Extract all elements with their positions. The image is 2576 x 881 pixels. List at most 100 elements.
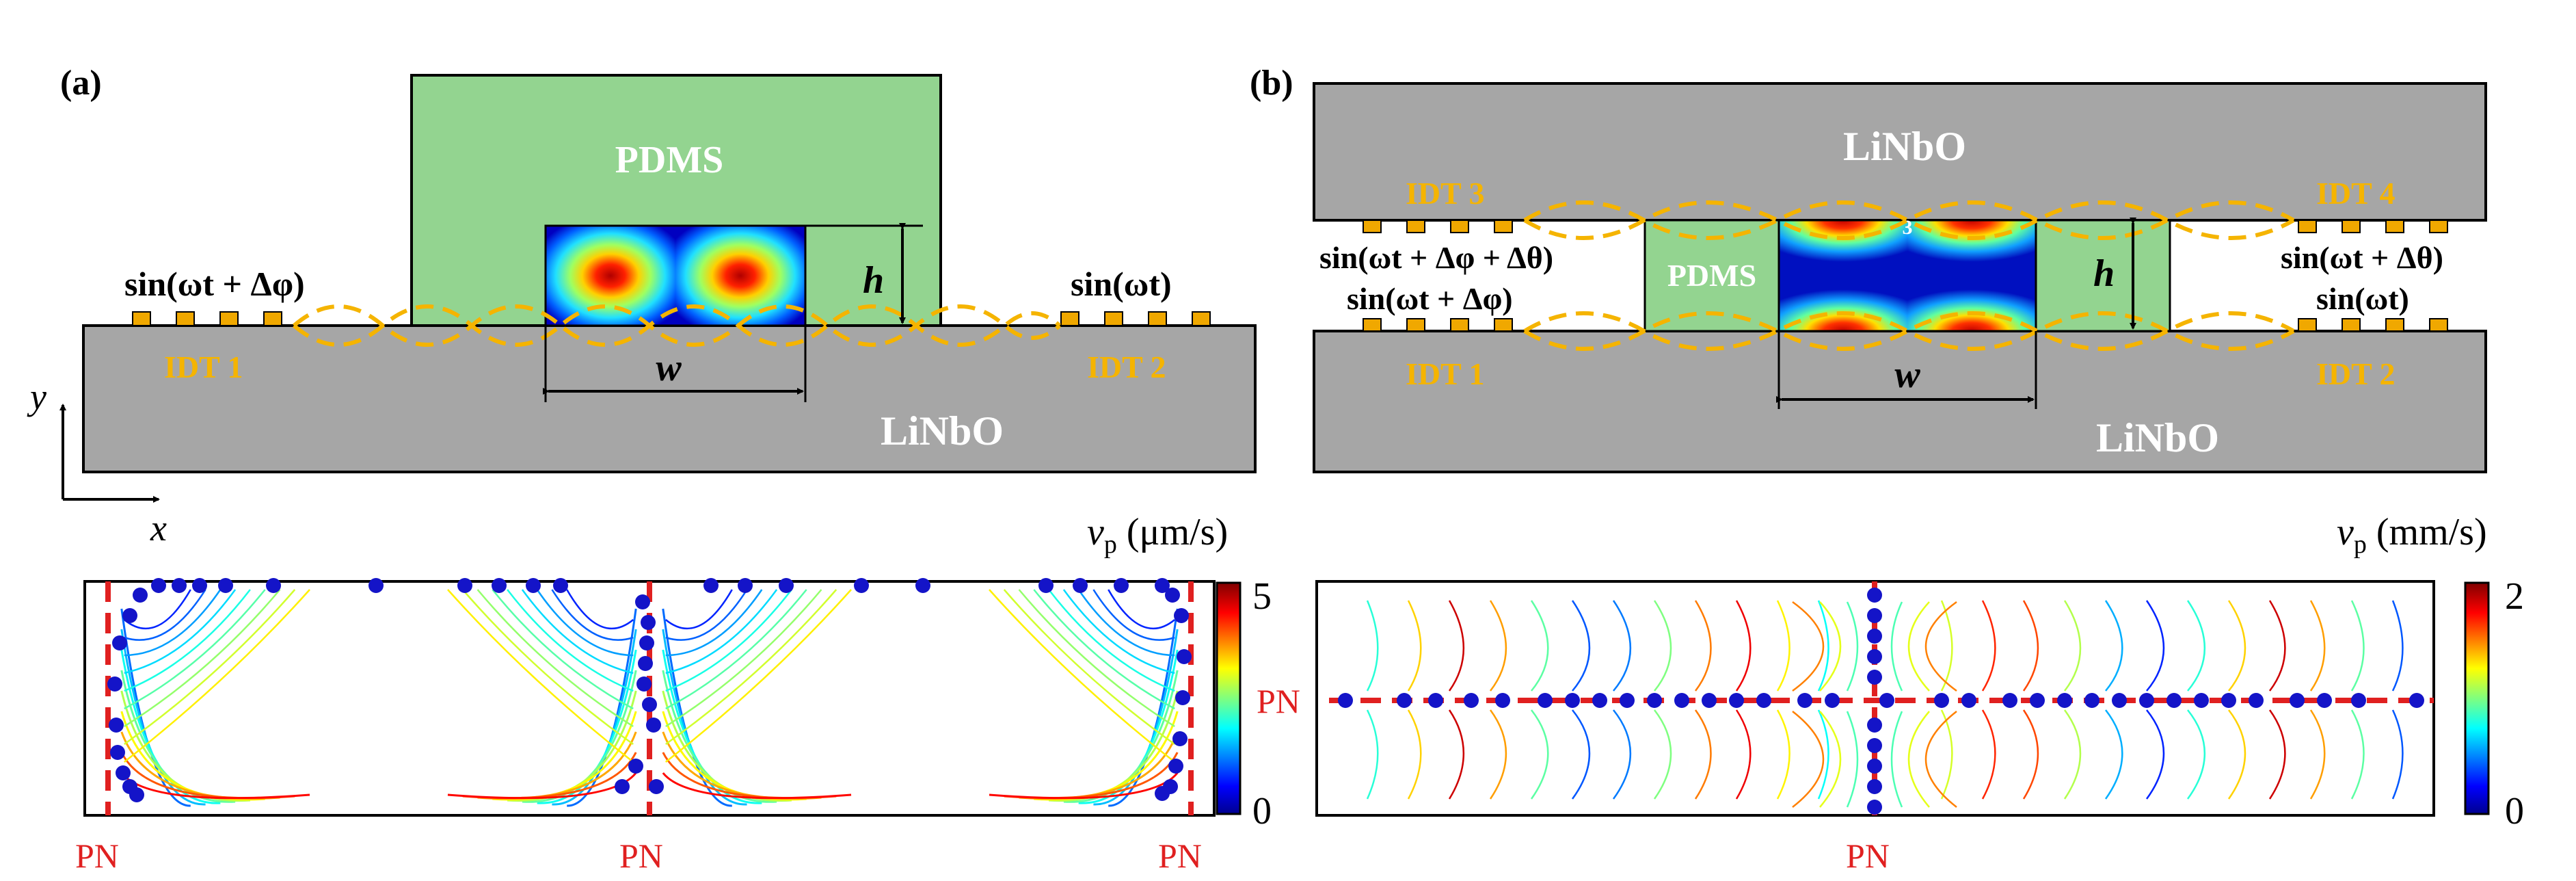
panel-b-colorbar: 2 0 vp (mm/s): [2337, 511, 2524, 832]
streamline: [1694, 600, 1712, 692]
particle: [1038, 578, 1054, 593]
particle: [615, 779, 630, 794]
particle: [1867, 779, 1882, 794]
streamline: [2268, 600, 2286, 692]
panel-b-streamline-plot: PN PN 2 0 vp (mm/s): [1257, 511, 2524, 875]
streamline: [2022, 600, 2039, 692]
streamline: [1612, 709, 1631, 800]
panel-b-label: (b): [1250, 64, 1293, 103]
streamline: [1653, 709, 1672, 800]
panel-b-top-substrate-label: LiNbO: [1843, 124, 1966, 169]
particle: [2084, 693, 2099, 708]
particle: [2221, 693, 2236, 708]
particle: [1961, 693, 1976, 708]
particle: [1073, 578, 1088, 593]
particle: [1756, 693, 1771, 708]
streamline: [551, 589, 634, 641]
panel-b-field-map: 3: [1777, 216, 2037, 332]
streamline: [1407, 600, 1422, 692]
particle: [1538, 693, 1553, 708]
particle: [1464, 693, 1479, 708]
streamline: [665, 589, 852, 763]
particle: [646, 718, 661, 733]
streamline: [124, 589, 222, 657]
axis-x-label: x: [150, 508, 167, 549]
streamline: [124, 589, 237, 674]
panel-b-surface-waves: [1523, 200, 2295, 351]
particle: [1397, 693, 1412, 708]
particle: [368, 578, 384, 593]
panel-b-idt1-label: IDT 1: [1406, 356, 1484, 391]
streamline: [1924, 711, 1957, 808]
particle: [1647, 693, 1662, 708]
streamline: [2391, 709, 2404, 800]
particle: [1155, 786, 1170, 801]
svg-text:vp (μm/s): vp (μm/s): [1087, 511, 1228, 559]
particle: [1428, 693, 1443, 708]
panel-b-dim-h: h: [2093, 218, 2136, 330]
particle: [638, 656, 653, 671]
streamline: [1612, 600, 1631, 692]
streamline: [1489, 709, 1507, 800]
streamline: [123, 589, 310, 763]
panel-b-signal-top-right: sin(ωt + Δθ): [2281, 240, 2443, 275]
particle: [1867, 738, 1882, 753]
streamline: [1776, 709, 1790, 800]
particle: [151, 578, 166, 593]
streamline: [2063, 709, 2082, 800]
panel-a-axes: y x: [27, 376, 167, 549]
particle: [703, 578, 719, 593]
particle: [641, 615, 656, 630]
panel-b-idt3-label: IDT 3: [1406, 176, 1484, 211]
panel-b-schematic: (b) LiNbO LiNbO PDMS 3: [1250, 64, 2487, 473]
particle: [636, 676, 652, 692]
streamline: [1448, 709, 1464, 800]
svg-text:vp (mm/s): vp (mm/s): [2337, 511, 2487, 559]
panel-b-signal-top-left: sin(ωt + Δφ + Δθ): [1319, 240, 1553, 275]
svg-text:2: 2: [2505, 575, 2524, 618]
streamline: [1366, 600, 1379, 692]
particle: [526, 578, 541, 593]
svg-text:w: w: [1894, 354, 1920, 396]
particle: [1177, 649, 1192, 664]
streamline: [662, 772, 852, 800]
streamline: [665, 589, 778, 674]
svg-text:h: h: [2093, 252, 2115, 295]
panel-a-colorbar: 5 0 vp (μm/s): [1087, 511, 1272, 832]
panel-b-bottom-substrate-label: LiNbO: [2096, 415, 2219, 460]
particle: [1797, 693, 1812, 708]
particle: [1168, 759, 1183, 774]
streamline: [2104, 600, 2123, 692]
particle: [1702, 693, 1717, 708]
particle: [2002, 693, 2017, 708]
streamline: [665, 589, 807, 710]
particle: [635, 594, 650, 609]
particle: [854, 578, 869, 593]
particle: [553, 578, 568, 593]
particle: [2112, 693, 2127, 708]
panel-b-signal-bottom-right: sin(ωt): [2316, 281, 2409, 316]
streamline: [2186, 709, 2205, 800]
streamline: [665, 589, 822, 728]
streamline: [2309, 709, 2326, 800]
particle: [122, 608, 137, 623]
particle: [1867, 608, 1882, 623]
streamline: [2227, 709, 2246, 800]
streamline: [1407, 709, 1422, 800]
streamline: [1530, 709, 1549, 800]
particle: [1867, 670, 1882, 685]
streamline: [1048, 589, 1175, 692]
streamline: [665, 589, 837, 746]
streamline: [2186, 600, 2205, 692]
streamline: [989, 589, 1176, 763]
particle: [915, 578, 930, 593]
panel-a-pn-right: PN: [1158, 837, 1202, 875]
streamline: [492, 589, 634, 710]
streamline: [566, 589, 634, 630]
particle: [218, 578, 233, 593]
streamline: [1033, 589, 1175, 710]
streamline: [665, 589, 763, 657]
particle: [2317, 693, 2332, 708]
streamline: [2309, 600, 2326, 692]
panel-b-streamlines: [1366, 600, 2404, 808]
